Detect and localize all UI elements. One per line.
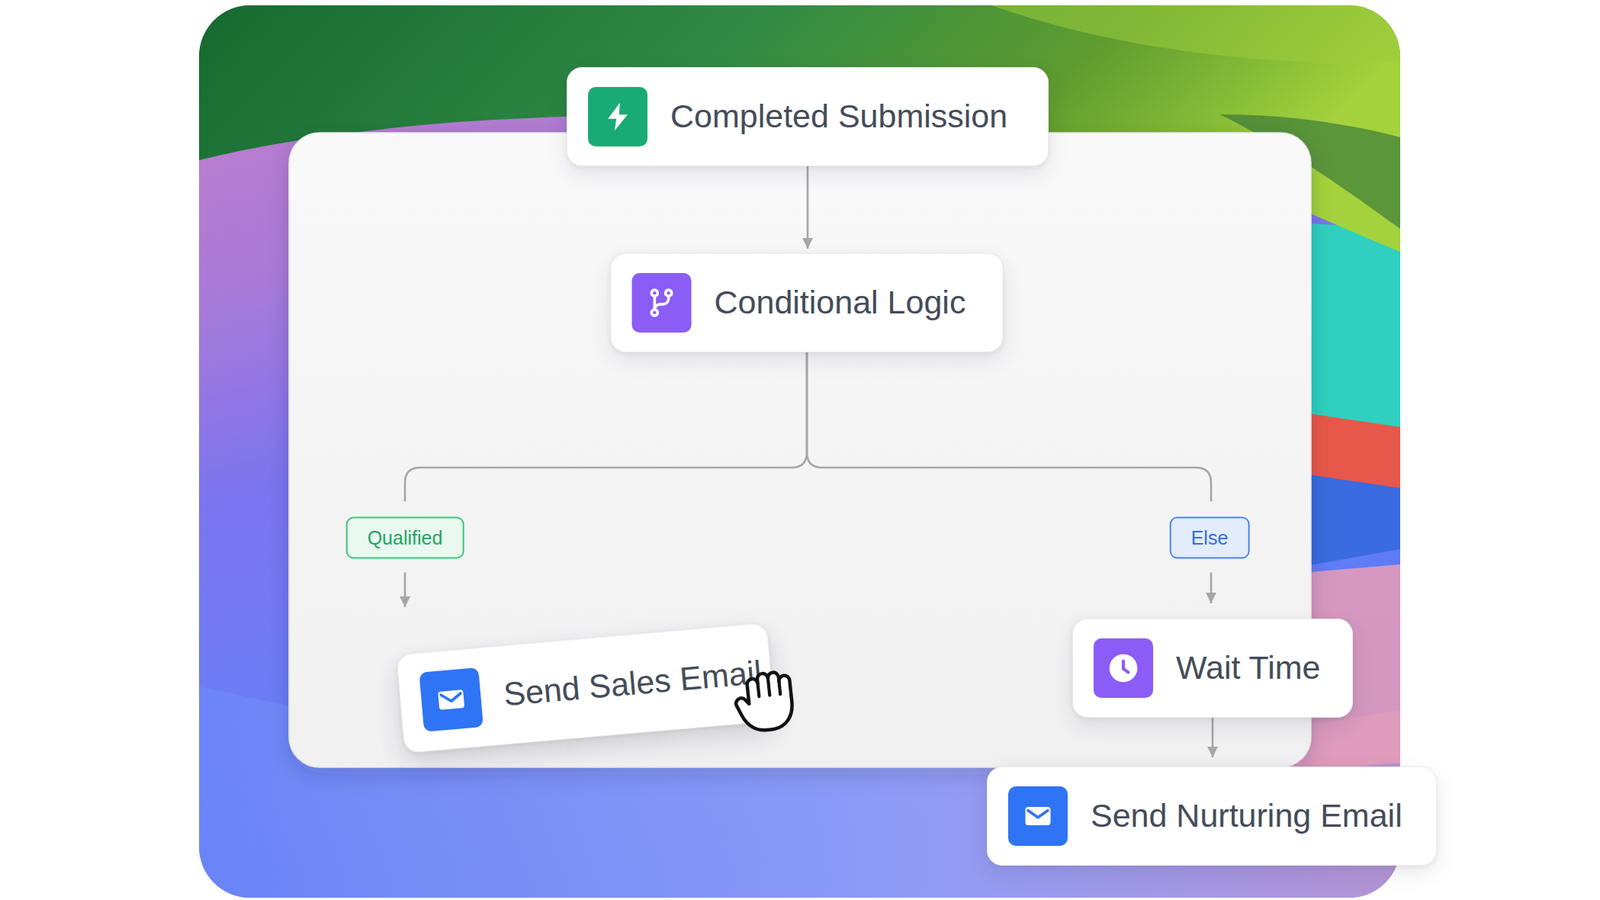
step-card: Completed Submission: [566, 67, 1049, 167]
hand-outline: [733, 670, 795, 733]
bg-base: [199, 5, 1401, 898]
step-label: Conditional Logic: [714, 284, 967, 321]
step-icon: [418, 667, 484, 733]
hand-fingers: [757, 677, 781, 697]
step-label: Completed Submission: [670, 98, 1008, 135]
step-icon: [587, 86, 648, 147]
branch-label: Qualified: [346, 517, 465, 560]
step-icon: [1008, 786, 1068, 846]
step-card: Wait Time: [1072, 618, 1353, 718]
step-icon: [632, 273, 692, 333]
step-icon: [1093, 638, 1154, 698]
flow-connector: [404, 352, 807, 608]
step-card: Send Sales Email: [395, 622, 775, 754]
step-card: Conditional Logic: [610, 253, 1004, 353]
branch-label: Else: [1169, 517, 1250, 560]
step-label: Send Nurturing Email: [1090, 797, 1403, 834]
step-label: Wait Time: [1175, 649, 1321, 686]
step-label: Send Sales Email: [501, 654, 763, 714]
grab-cursor: [733, 663, 798, 733]
step-card: Send Nurturing Email: [986, 766, 1437, 866]
bg-highlight: [991, 5, 1401, 63]
flow-connector: [806, 166, 810, 249]
flow-connector: [1211, 717, 1215, 758]
flow-connector: [806, 352, 1212, 604]
